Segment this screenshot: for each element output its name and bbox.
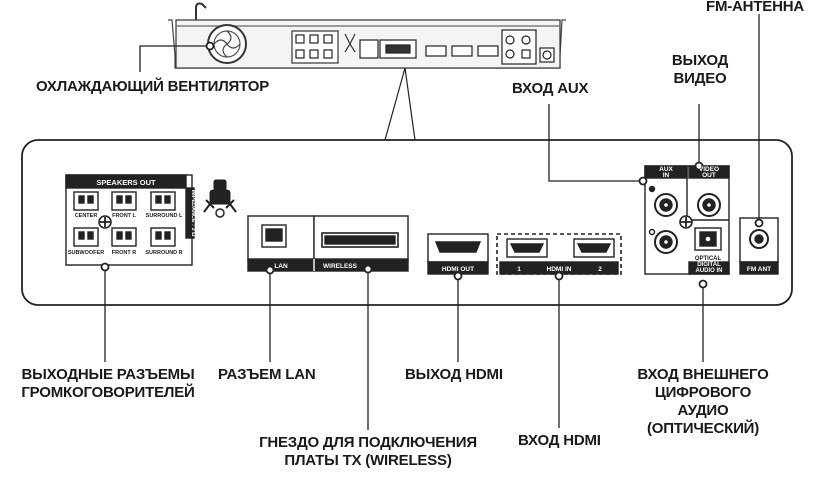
center-label: CENTER [75,213,98,219]
impedance-label: IMPEDANCE : 3 Ω [190,190,196,237]
cooling-fan-leader [139,45,210,72]
digital-audio-in-panel-label: DIGITAL AUDIO IN [695,262,723,274]
hdmi-in-2-label: 2 [598,266,602,273]
speakers-out-block [65,174,195,266]
surround-r-label: SURROUND R [145,250,182,256]
aux-in-panel-label: AUX IN [659,166,673,179]
callout-hdmi-out: ВЫХОД HDMI [405,366,503,383]
hdmi-in-label: HDMI IN [547,266,572,273]
optical-label: OPTICAL [695,256,722,262]
unit-rear-view [168,2,566,69]
hdmi-in-1-label: 1 [517,266,521,273]
callout-speaker-out: ВЫХОДНЫЕ РАЗЪЕМЫ ГРОМКОГОВОРИТЕЛЕЙ [21,366,195,401]
aux-video-optical-block [644,165,730,275]
callout-video-out: ВЫХОД ВИДЕО [671,52,729,87]
zoom-wedge [384,67,416,141]
lan-label: LAN [274,263,288,270]
leader-dots [100,41,764,289]
cooling-fan-icon [207,24,247,64]
hdmi-out-block [427,233,489,275]
callout-fm-antenna: FM-АНТЕННА [706,0,804,15]
hdmi-in-block [496,233,622,275]
callout-hdmi-in: ВХОД HDMI [518,432,601,449]
front-l-label: FRONT L [112,213,136,219]
callout-lan-jack: РАЗЪЕМ LAN [218,366,316,383]
callout-cooling-fan: ОХЛАЖДАЮЩИЙ ВЕНТИЛЯТОР [36,78,269,95]
video-out-panel-label: VIDEO OUT [698,166,720,179]
leader-lines [104,14,760,430]
callout-aux-in: ВХОД AUX [512,80,589,97]
hdmi-out-label: HDMI OUT [442,266,474,273]
callout-wireless-jack: ГНЕЗДО ДЛЯ ПОДКЛЮЧЕНИЯ ПЛАТЫ TX (WIRELES… [259,434,477,469]
subwoofer-label: SUBWOOFER [68,250,104,256]
aux-in-leader [548,104,643,182]
speakers-out-label: SPEAKERS OUT [96,178,156,187]
callout-digital-audio-in: ВХОД ВНЕШНЕГО ЦИФРОВОГО АУДИО (ОПТИЧЕСКИ… [637,366,769,437]
wireless-label: WIRELESS [323,263,358,270]
antenna-figure-icon [203,179,237,218]
fm-ant-label: FM ANT [747,266,771,273]
surround-l-label: SURROUND L [146,213,183,219]
front-r-label: FRONT R [112,250,136,256]
